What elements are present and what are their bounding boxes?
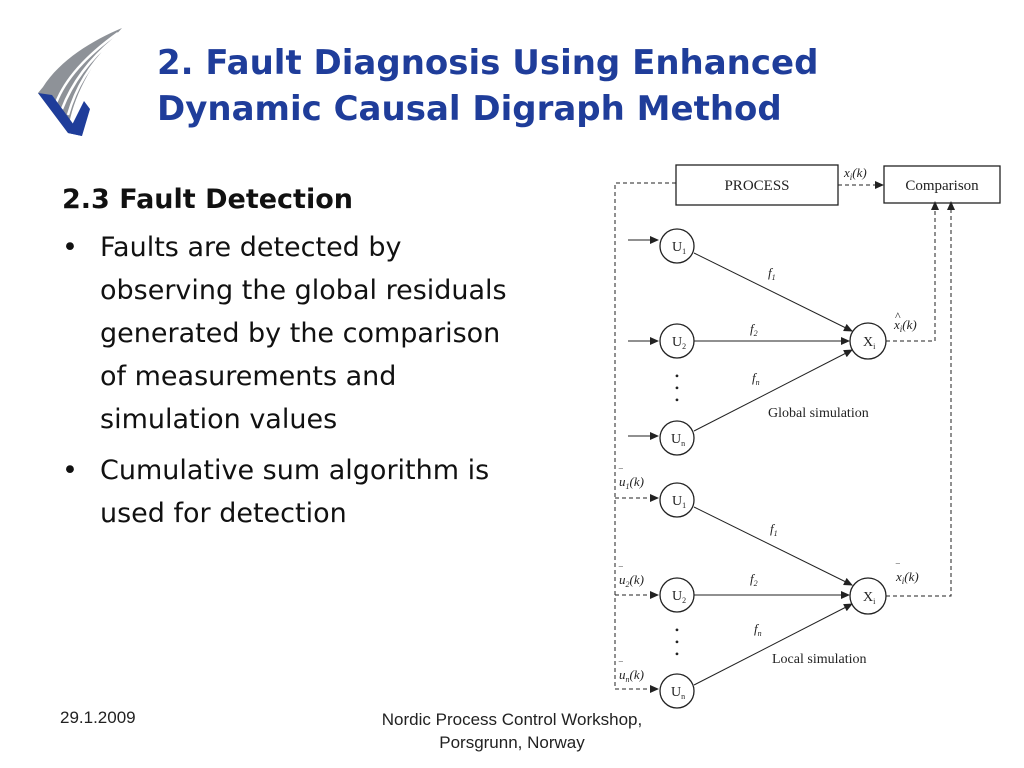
u1-node-label: U1 [672,494,686,510]
u2-node-label: U2 [672,589,686,605]
ellipsis-dot: • [675,369,679,383]
f2-label: f2 [750,571,758,588]
footer-event-line-1: Nordic Process Control Workshop, [381,710,643,729]
measurement-label: xi(k) [843,165,867,182]
bullet-item: • Faults are detected by observing the g… [62,226,602,441]
xi-node-label: Xi [863,590,876,606]
process-label: PROCESS [724,178,789,194]
ellipsis-dot: • [675,381,679,395]
comparison-box [883,165,1001,204]
bar-accent: ‾ [618,661,623,673]
fn-edge-local [693,603,853,686]
u2-local-input-label: u2(k) [619,572,644,589]
f1-edge-local [693,506,853,586]
u2-node-local [659,577,695,613]
ellipsis-dot: • [675,623,679,637]
u2-node-global [659,323,695,359]
u1-node-global [659,228,695,264]
f1-label: f1 [770,521,778,538]
un-node-label: Un [671,432,685,448]
bullet-line: simulation values [100,404,338,435]
un-node-local [659,673,695,709]
u1-local-input-label: u1(k) [619,474,644,491]
u1-node-label: U1 [672,240,686,256]
fn-label: fn [754,621,762,638]
slide-title: 2. Fault Diagnosis Using Enhanced Dynami… [157,40,857,132]
title-line-2: Dynamic Causal Digraph Method [157,89,782,129]
f1-edge-global [693,252,853,332]
comparison-label: Comparison [905,178,979,194]
bullet-line: of measurements and [100,361,397,392]
xhat-label: xi(k) [893,317,917,334]
u1-node-local [659,482,695,518]
bar-accent: ‾ [618,468,623,480]
global-simulation-label: Global simulation [768,406,869,421]
ellipsis-dot: • [675,647,679,661]
bullet-line: observing the global residuals [100,275,507,306]
subheading: 2.3 Fault Detection [62,184,353,215]
bar-accent: ‾ [895,563,900,575]
hat-accent: ^ [895,309,901,323]
local-residual-arrow [886,201,955,597]
fn-edge-global [693,349,853,432]
bullet-line: Cumulative sum algorithm is [100,455,490,486]
footer-event: Nordic Process Control Workshop, Porsgru… [342,708,682,754]
causal-digraph-diagram: PROCESS Comparison xi(k) U1 U2 Un • • • … [614,164,1001,709]
u2-node-label: U2 [672,335,686,351]
footer-date: 29.1.2009 [60,708,136,727]
body-text: 2.3 Fault Detection • Faults are detecte… [62,180,602,543]
global-residual-arrow [886,201,939,342]
ellipsis-dot: • [675,393,679,407]
bullet-line: generated by the comparison [100,318,501,349]
un-node-label: Un [671,685,685,701]
f1-label: f1 [768,265,776,282]
bullet-dot: • [62,232,78,263]
bullet-line: Faults are detected by [100,232,402,263]
title-line-1: 2. Fault Diagnosis Using Enhanced [157,43,819,83]
local-simulation-label: Local simulation [772,652,866,667]
fn-label: fn [752,370,760,387]
un-local-input-label: un(k) [619,667,644,684]
xi-node-label: Xi [863,335,876,351]
bar-accent: ‾ [618,566,623,578]
process-box [675,164,839,206]
bullet-dot: • [62,455,78,486]
university-logo-icon [38,28,122,136]
ellipsis-dot: • [675,635,679,649]
footer-event-line-2: Porsgrunn, Norway [439,733,585,752]
bullet-line: used for detection [100,498,347,529]
un-node-global [659,420,695,456]
xbar-label: xi(k) [895,569,919,586]
bullet-item: • Cumulative sum algorithm is used for d… [62,449,602,535]
f2-label: f2 [750,321,758,338]
